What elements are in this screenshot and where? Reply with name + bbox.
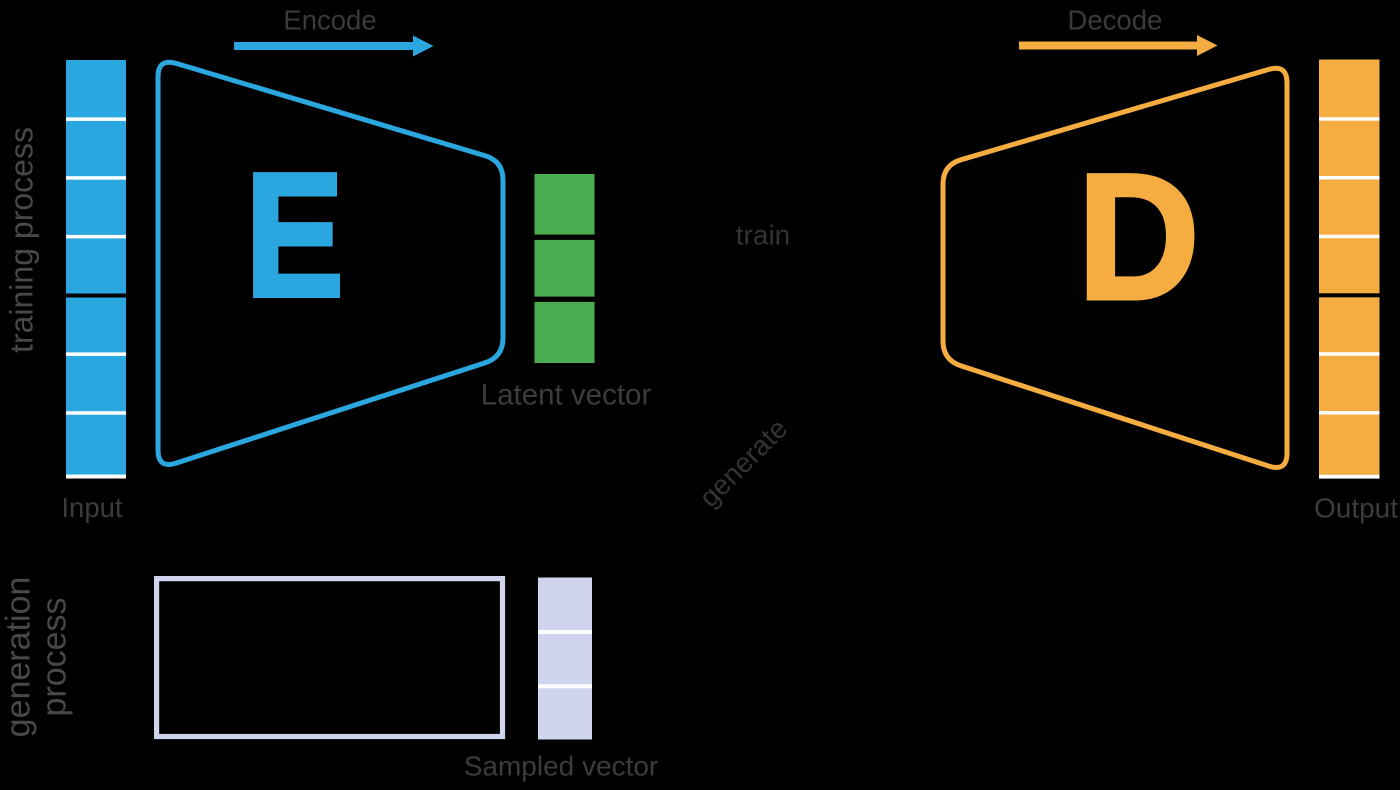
svg-text:Decode: Decode — [1068, 4, 1163, 35]
svg-text:Sampled vector: Sampled vector — [464, 751, 659, 782]
svg-text:Input: Input — [61, 492, 123, 523]
svg-text:E: E — [245, 138, 344, 334]
svg-text:Output: Output — [1314, 493, 1398, 524]
svg-text:Latent vector: Latent vector — [481, 379, 652, 412]
svg-text:D: D — [1077, 136, 1199, 336]
svg-text:generation: generation — [0, 577, 38, 738]
svg-text:process: process — [36, 597, 74, 716]
svg-text:train: train — [736, 220, 790, 251]
svg-text:Encode: Encode — [283, 5, 376, 36]
svg-text:training process: training process — [4, 127, 40, 353]
